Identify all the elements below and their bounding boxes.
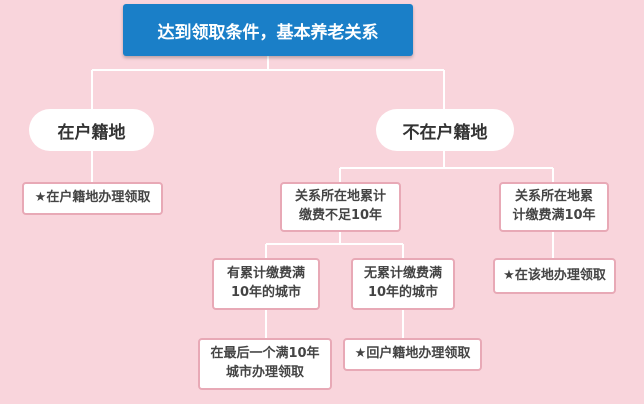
node-no-full-city: 无累计缴费满 10年的城市 [351,258,455,310]
node-not-full-10y: 关系所在地累计 缴费不足10年 [280,182,401,232]
action-in-hometown-text: ★在户籍地办理领取 [34,190,151,206]
title-text: 达到领取条件，基本养老关系 [157,22,379,43]
branch-in-hometown-label: 在户籍地 [57,122,126,143]
node-full-line2: 计缴费满10年 [512,208,596,223]
node-not-full-line2: 缴费不足10年 [298,208,383,223]
branch-not-in-hometown: 不在户籍地 [376,109,514,151]
branch-not-in-hometown-label: 不在户籍地 [402,122,488,143]
action-back-home: ★回户籍地办理领取 [343,338,482,371]
node-has-full-line1: 有累计缴费满 [226,266,305,282]
action-last-city-line1: 在最后一个满10年 [210,346,320,362]
action-back-home-text: ★回户籍地办理领取 [354,346,471,362]
action-in-hometown: ★在户籍地办理领取 [22,182,163,215]
node-not-full-line1: 关系所在地累计 [294,189,386,205]
action-last-city: 在最后一个满10年 城市办理领取 [198,338,332,390]
branch-in-hometown: 在户籍地 [29,109,154,151]
action-last-city-line2: 城市办理领取 [225,365,304,380]
node-no-full-line2: 10年的城市 [367,285,439,300]
node-has-full-city: 有累计缴费满 10年的城市 [212,258,320,310]
node-full-10y: 关系所在地累 计缴费满10年 [499,182,609,232]
node-full-line1: 关系所在地累 [514,189,593,205]
node-has-full-line2: 10年的城市 [230,285,302,300]
title-box: 达到领取条件，基本养老关系 [123,4,413,56]
node-no-full-line1: 无累计缴费满 [363,266,442,282]
action-here-text: ★在该地办理领取 [503,267,606,283]
action-here: ★在该地办理领取 [493,258,616,294]
